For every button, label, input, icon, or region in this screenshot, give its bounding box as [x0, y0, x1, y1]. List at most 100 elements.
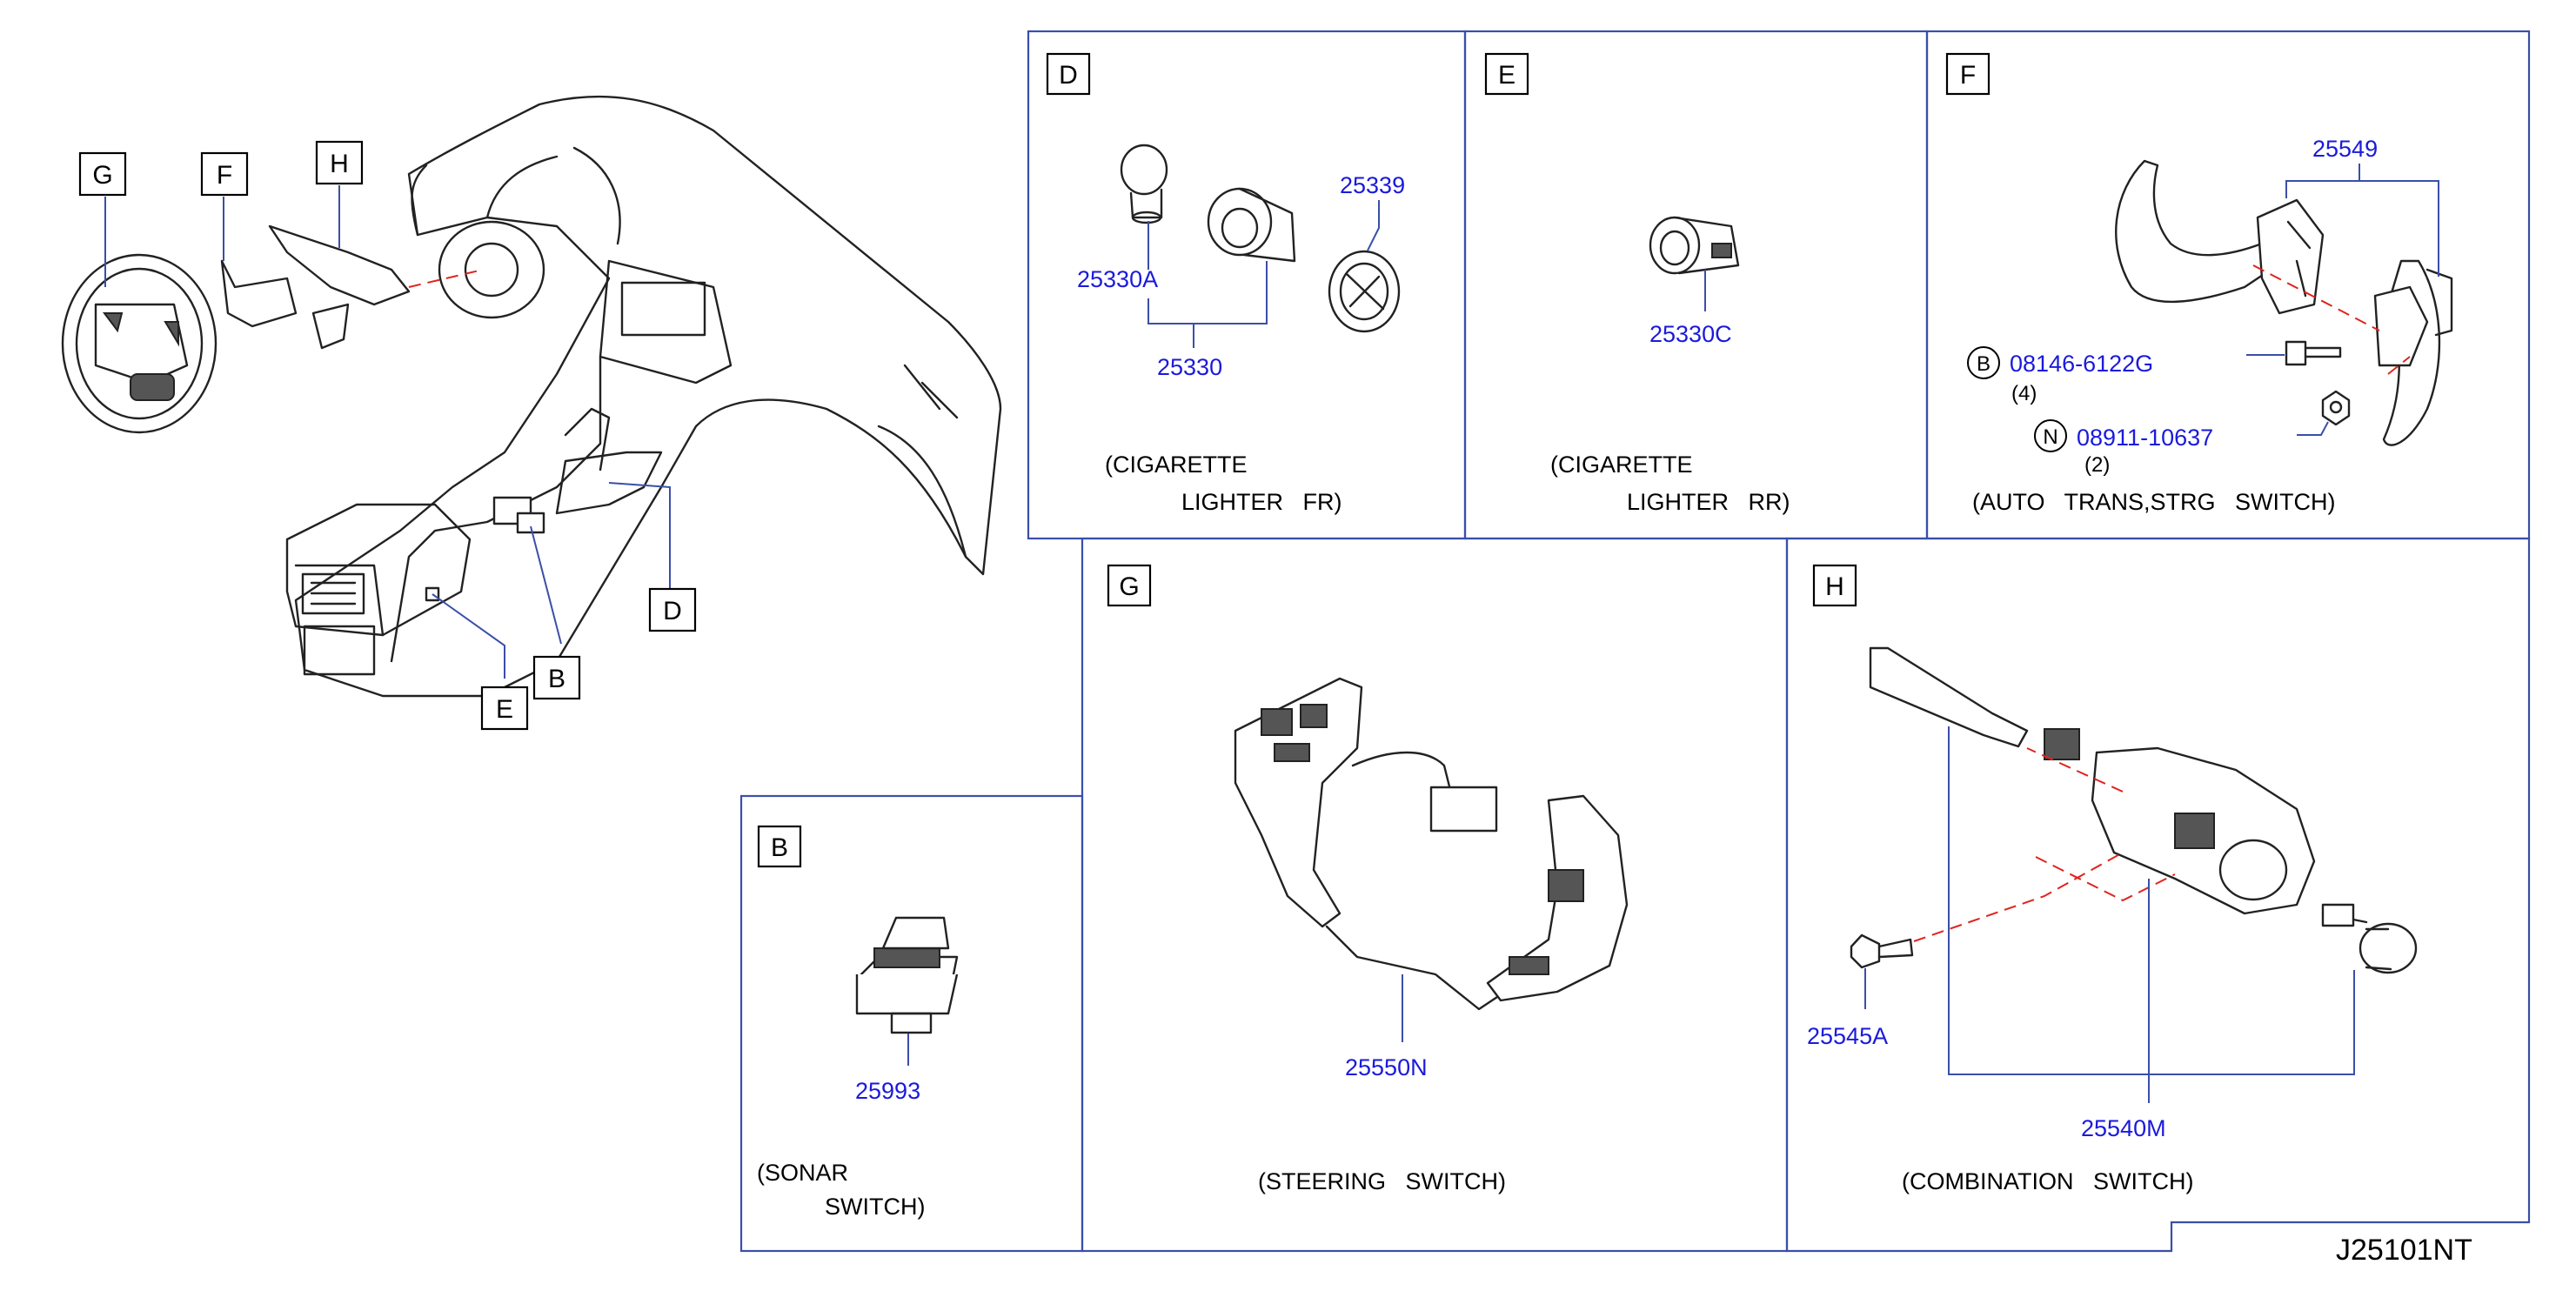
- wiper-connector: [2044, 728, 2080, 760]
- panel-d-caption-line1: (CIGARETTE: [1105, 452, 1248, 478]
- rear-lighter-tab: [1711, 243, 1732, 258]
- leader-b: [530, 525, 562, 645]
- panel-f-dash-lines: [2252, 264, 2411, 375]
- callout-b: B: [532, 655, 581, 700]
- panel-b-letter-box: [757, 825, 802, 868]
- callout-e: E: [480, 686, 529, 731]
- left-switch-button-1: [1261, 708, 1293, 736]
- console-side: [390, 355, 602, 663]
- leader-bracket-25330: [1147, 261, 1268, 324]
- harness-connector: [1429, 786, 1498, 833]
- panel-b-letter: B: [771, 833, 788, 862]
- callout-d: D: [648, 587, 697, 632]
- steering-pad: [130, 373, 175, 401]
- callout-e-box: [480, 686, 529, 731]
- nut-drawing: [2321, 390, 2351, 426]
- panel-frame-g: [1081, 537, 1789, 1253]
- cluster-gauge: [464, 242, 519, 298]
- light-stalk-knob: [2359, 922, 2418, 974]
- callout-g-box: [78, 151, 127, 197]
- part-number-bolt: 08146-6122G: [2010, 351, 2153, 377]
- combination-switch-part: [311, 303, 350, 350]
- combination-switch-small: [268, 224, 411, 306]
- nut-hex: [2321, 390, 2351, 426]
- light-stalk-detail: [2365, 927, 2392, 971]
- part-number-25545A: 25545A: [1807, 1023, 1888, 1049]
- panel-f-caption: (AUTO TRANS,STRG SWITCH): [1972, 489, 2336, 515]
- callout-h-box: [315, 140, 364, 185]
- callout-h-label: H: [330, 150, 349, 178]
- left-switch-button-2: [1300, 704, 1328, 728]
- shift-bezel: [555, 451, 663, 515]
- panel-f-letter-box: [1945, 52, 1991, 96]
- part-number-25339: 25339: [1340, 172, 1405, 198]
- part-number-25330C: 25330C: [1649, 321, 1732, 347]
- panel-d: D 25339 25330A 25330 (CIGARETTE LIGHTER …: [1046, 52, 1405, 515]
- steering-switch-drawing: [1234, 677, 1629, 1011]
- lighter-socket-drawing: [1207, 187, 1296, 263]
- sonar-switch-cap: [881, 916, 950, 950]
- panel-g-caption: (STEERING SWITCH): [1258, 1168, 1506, 1194]
- bolt-shank: [2304, 346, 2342, 358]
- leader-25540M-bracket: [1948, 726, 2355, 1075]
- right-switch-button-1: [1548, 869, 1584, 902]
- panel-h-letter: H: [1825, 572, 1844, 601]
- cluster-housing: [438, 220, 545, 319]
- sonar-switch-button: [873, 947, 940, 968]
- bolt-symbol: B: [1977, 352, 1991, 376]
- bolt-drawing: [2285, 340, 2342, 366]
- panel-h: H 25545A 25540M (COMBINATION SWITCH): [1807, 564, 2418, 1194]
- part-number-25549: 25549: [2312, 136, 2378, 162]
- panel-frame-e: [1463, 30, 1929, 540]
- combination-switch-drawing: [1850, 646, 2418, 974]
- overview-dash-line: [408, 269, 484, 288]
- panel-h-caption: (COMBINATION SWITCH): [1902, 1168, 2193, 1194]
- panel-frame-h: [1785, 537, 2531, 1253]
- sonar-switch-drawing: [855, 916, 959, 1034]
- panel-b: B 25993 (SONAR SWITCH): [757, 825, 959, 1220]
- lighter-knob-cap: [1120, 144, 1168, 196]
- bolt-symbol-circle: [1967, 346, 2000, 379]
- bolt-head: [2285, 340, 2307, 366]
- callout-d-label: D: [663, 597, 682, 625]
- sonar-switch-connector: [890, 1012, 933, 1034]
- leader-nut: [2297, 421, 2329, 436]
- bolt-quantity: (4): [2011, 382, 2037, 405]
- rear-lighter-hole: [1659, 230, 1690, 266]
- steering-wheel-rim: [61, 253, 217, 434]
- panel-g-letter-box: [1107, 564, 1152, 607]
- combination-switch-sensor: [2174, 813, 2215, 849]
- lighter-ring-inner: [1339, 262, 1389, 321]
- part-number-25330: 25330: [1157, 354, 1222, 380]
- lighter-knob-drawing: [1120, 144, 1168, 224]
- panel-e-caption-line1: (CIGARETTE: [1550, 452, 1693, 478]
- callout-h: H: [315, 140, 364, 185]
- callout-e-label: E: [496, 695, 513, 724]
- callout-b-label: B: [548, 665, 565, 693]
- part-number-25330A: 25330A: [1077, 266, 1158, 292]
- lighter-knob-body: [1129, 188, 1163, 219]
- callout-g-label: G: [92, 161, 112, 190]
- panel-b-caption-line2: SWITCH): [825, 1194, 925, 1220]
- dashboard-outline: [294, 95, 1002, 698]
- light-stalk-connector: [2321, 903, 2355, 927]
- panel-e-caption-line2: LIGHTER RR): [1627, 489, 1790, 515]
- overview-callouts: G F H D E B: [78, 140, 697, 731]
- panel-e: E 25330C (CIGARETTE LIGHTER RR): [1484, 52, 1790, 515]
- part-number-25540M: 25540M: [2081, 1115, 2166, 1141]
- panel-d-caption-line2: LIGHTER FR): [1181, 489, 1342, 515]
- lighter-socket-hole: [1221, 207, 1259, 249]
- leader-25549-bracket: [2285, 180, 2439, 277]
- nut-hole: [2329, 400, 2343, 414]
- left-paddle-detail: [2286, 220, 2312, 298]
- panel-d-letter: D: [1059, 61, 1078, 90]
- right-switch-button-2: [1509, 956, 1549, 975]
- right-paddle-drawing: [2373, 259, 2453, 446]
- dash-contours: [411, 146, 621, 245]
- vent-slats: [310, 581, 357, 605]
- callout-f-label: F: [217, 161, 232, 190]
- sonar-switch-body: [855, 973, 959, 1015]
- lighter-ring-drawing: [1328, 250, 1401, 333]
